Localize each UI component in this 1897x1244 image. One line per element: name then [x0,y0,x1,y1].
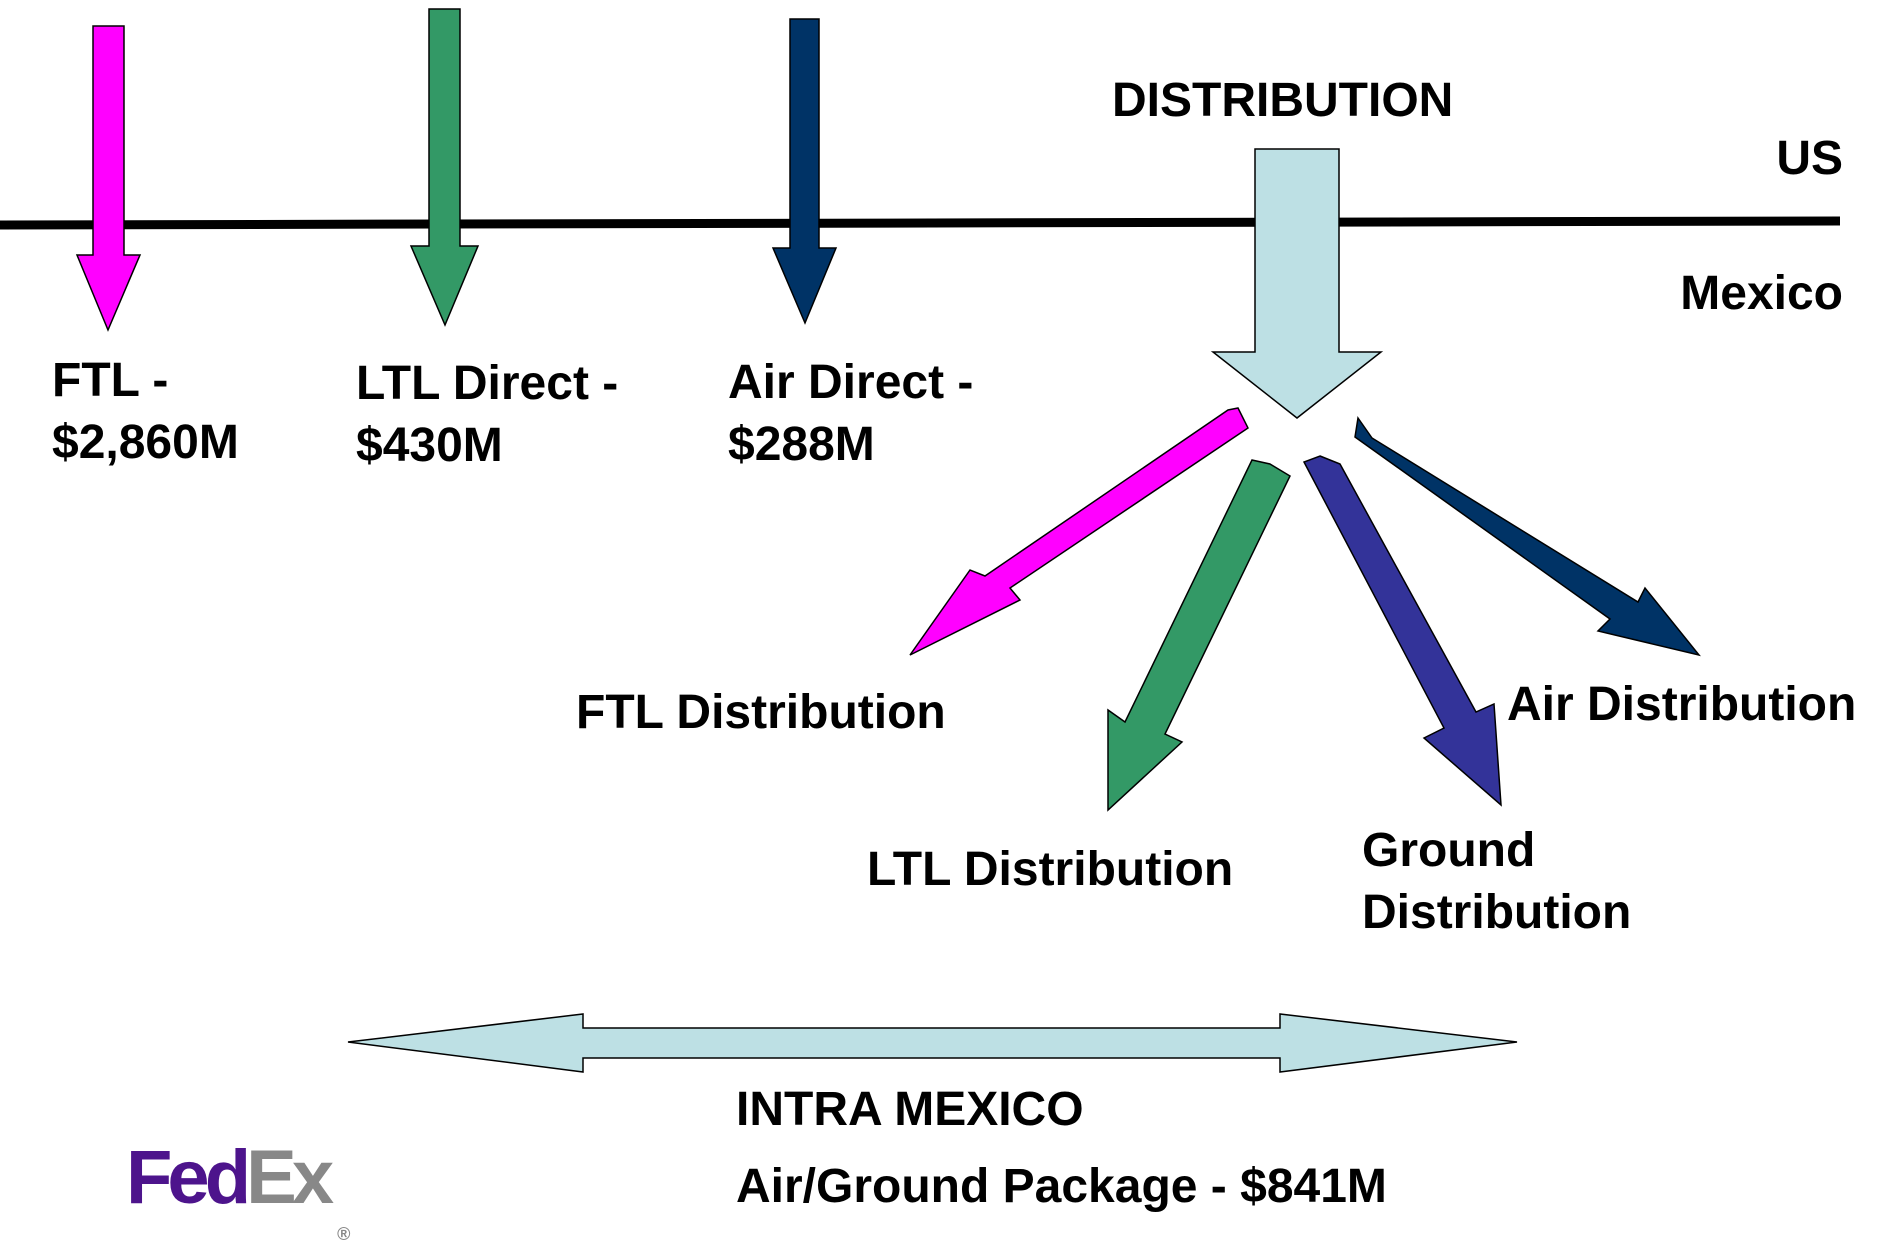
registered-mark: ® [337,1224,351,1244]
us-mexico-border-line [0,216,1841,230]
ltl-direct-arrow [409,8,480,327]
ltl-distribution-arrow [1107,459,1291,812]
ltl-direct-value: $430M [356,419,503,472]
region-label-us: US [1776,132,1843,185]
air-distribution-label: Air Distribution [1507,678,1857,731]
intra-mexico-title: INTRA MEXICO [736,1083,1084,1136]
fedex-logo-ex: Ex [246,1135,334,1220]
region-label-mexico: Mexico [1680,267,1843,320]
intra-mexico-double-arrow [347,1013,1518,1073]
ltl-direct-name: LTL Direct - [356,357,619,410]
air-direct-name: Air Direct - [728,356,974,409]
distribution-title: DISTRIBUTION [1112,74,1454,127]
ftl-direct-label: FTL - $2,860M [52,350,239,474]
air-distribution-arrow [1354,416,1701,657]
ftl-direct-name: FTL - [52,354,169,407]
air-direct-label: Air Direct - $288M [728,352,973,476]
flow-diagram [0,8,1841,1073]
ground-distribution-arrow [1302,455,1502,807]
fedex-logo: FedEx® [126,1140,350,1244]
ftl-direct-arrow [75,25,142,332]
ltl-direct-label: LTL Direct - $430M [356,353,618,477]
ftl-distribution-arrow [909,407,1249,656]
ground-distribution-label: Ground Distribution [1362,820,1631,944]
air-direct-arrow [771,18,838,325]
ground-distribution-line1: Ground [1362,824,1536,877]
ltl-distribution-label: LTL Distribution [867,843,1234,896]
air-direct-value: $288M [728,418,875,471]
ftl-distribution-label: FTL Distribution [576,686,946,739]
ftl-direct-value: $2,860M [52,416,239,469]
intra-mexico-subtitle: Air/Ground Package - $841M [736,1160,1387,1213]
ground-distribution-line2: Distribution [1362,886,1632,939]
distribution-down-arrow [1210,148,1384,419]
fedex-logo-fed: Fed [126,1135,251,1220]
